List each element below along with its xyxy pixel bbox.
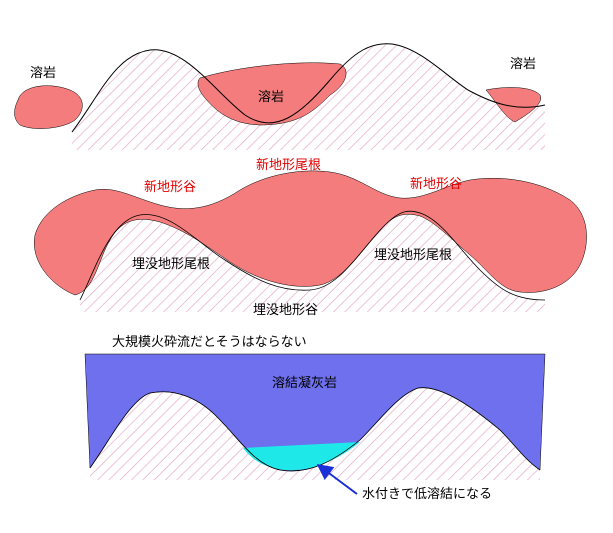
lava-blob-right [485,87,542,123]
label-buried-valley: 埋没地形谷 [253,303,318,318]
lava-blob-center [197,62,347,126]
label-buried-ridge-left: 埋没地形尾根 [132,257,210,272]
label-new-ridge: 新地形尾根 [256,157,321,173]
label-lava-left: 溶岩 [30,66,56,81]
label-new-valley-right: 新地形谷 [410,176,462,192]
panel-3-pyroclastic-flow: 大規模火砕流だとそうはならない 溶結凝灰岩 水付きで低溶結になる [84,335,546,502]
label-low-welded: 水付きで低溶結になる [362,487,492,502]
panel-3-surface-line [89,387,541,472]
label-lava-center: 溶岩 [258,90,284,105]
panel-3-title: 大規模火砕流だとそうはならない [112,335,307,350]
label-welded-tuff: 溶結凝灰岩 [272,375,337,391]
label-buried-ridge-right: 埋没地形尾根 [374,248,452,263]
panel-2-buried-surface-line [79,210,546,301]
panel-1-ground-hatch [72,43,545,151]
panel-1-surface-line [71,43,546,133]
panel-3-ground-hatch [90,387,540,480]
panel-1-lava-flows: 溶岩 溶岩 溶岩 [14,43,546,151]
label-lava-right: 溶岩 [510,57,536,72]
panel-2-ground-hatch [80,211,545,312]
label-new-valley-left: 新地形谷 [144,179,196,195]
lava-blob-left [14,85,83,129]
new-terrain-lava-body [33,170,587,296]
panel-2-new-vs-buried-terrain: 新地形尾根 新地形谷 新地形谷 埋没地形尾根 埋没地形尾根 埋没地形谷 [33,157,587,318]
low-welded-zone [243,442,360,471]
low-welded-arrow [316,464,358,495]
